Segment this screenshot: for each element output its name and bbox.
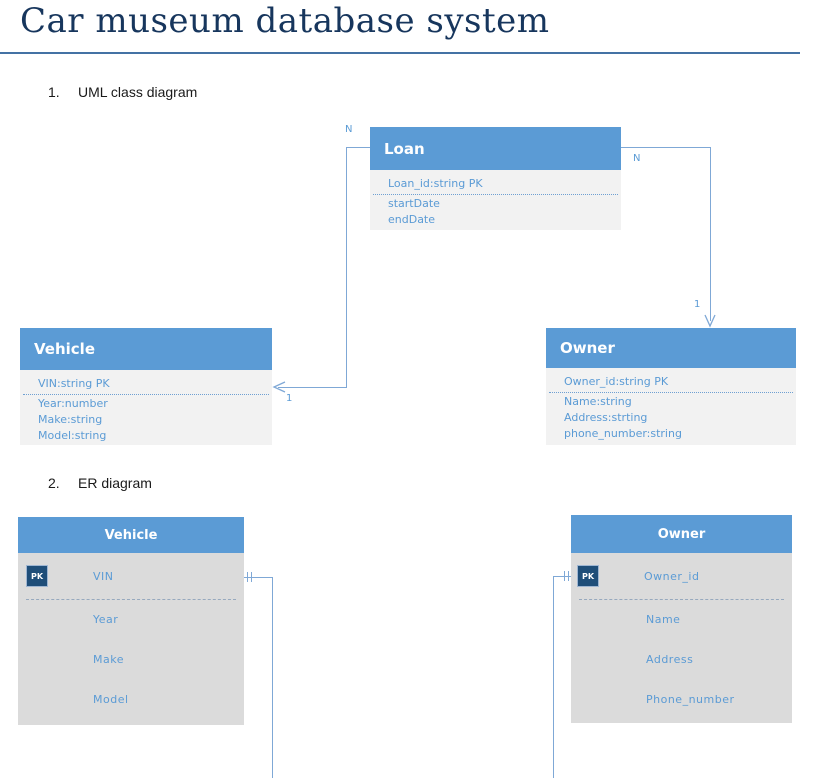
primary-key-badge: PK (26, 565, 48, 587)
connector-line (346, 147, 370, 148)
connector-line (272, 577, 273, 778)
er-table-body: PK Owner_id Name Address Phone_number (571, 553, 792, 723)
connector-line (346, 147, 347, 388)
connector-line (553, 576, 571, 577)
open-arrowhead-left-icon (272, 381, 286, 393)
uml-class-vehicle[interactable]: Vehicle VIN:string PK Year:number Make:s… (20, 328, 272, 445)
er-key-column: VIN (93, 569, 114, 583)
uml-class-body: Loan_id:string PK startDate endDate (370, 170, 621, 230)
attribute-separator (23, 394, 269, 395)
multiplicity-label: N (633, 153, 641, 164)
section-number: 1. (48, 84, 60, 100)
er-column: Address (646, 653, 694, 666)
uml-class-loan[interactable]: Loan Loan_id:string PK startDate endDate (370, 127, 621, 230)
uml-attribute: Name:string (564, 395, 632, 408)
section-heading-uml: 1. UML class diagram (48, 84, 197, 100)
uml-key-attribute: VIN:string PK (38, 377, 110, 390)
section-label: ER diagram (78, 475, 152, 491)
primary-key-badge: PK (577, 565, 599, 587)
attribute-separator (373, 194, 618, 195)
column-separator (579, 599, 784, 600)
connector-line (244, 577, 272, 578)
uml-attribute: endDate (388, 213, 436, 226)
er-column: Name (646, 613, 681, 626)
er-table-body: PK VIN Year Make Model (18, 553, 244, 725)
uml-attribute: Model:string (38, 429, 107, 442)
er-table-title: Owner (571, 515, 792, 553)
uml-class-owner[interactable]: Owner Owner_id:string PK Name:string Add… (546, 328, 796, 445)
connector-line (278, 387, 346, 388)
uml-key-attribute: Owner_id:string PK (564, 375, 669, 388)
one-cardinality-tick-icon (247, 572, 248, 582)
column-separator (26, 599, 236, 600)
er-column: Phone_number (646, 693, 735, 706)
uml-attribute: Year:number (38, 397, 108, 410)
uml-class-title: Owner (546, 328, 796, 368)
section-number: 2. (48, 475, 60, 491)
section-heading-er: 2. ER diagram (48, 475, 152, 491)
connector-line (621, 147, 710, 148)
er-key-row: PK VIN (18, 553, 244, 599)
page-title: Car museum database system (20, 1, 550, 41)
title-underline (0, 52, 800, 54)
section-label: UML class diagram (78, 84, 198, 100)
uml-class-title: Loan (370, 127, 621, 170)
er-column: Make (93, 653, 124, 666)
multiplicity-label: 1 (694, 299, 701, 310)
one-cardinality-tick-icon (568, 571, 569, 581)
er-table-owner[interactable]: Owner PK Owner_id Name Address Phone_num… (571, 515, 792, 723)
er-column: Model (93, 693, 129, 706)
er-column: Year (93, 613, 119, 626)
one-cardinality-tick-icon (251, 572, 252, 582)
er-table-title: Vehicle (18, 517, 244, 553)
open-arrowhead-down-icon (704, 314, 716, 328)
uml-class-title: Vehicle (20, 328, 272, 370)
er-table-vehicle[interactable]: Vehicle PK VIN Year Make Model (18, 517, 244, 725)
uml-attribute: Address:strting (564, 411, 648, 424)
uml-attribute: startDate (388, 197, 440, 210)
connector-line (553, 576, 554, 778)
one-cardinality-tick-icon (564, 571, 565, 581)
attribute-separator (549, 392, 793, 393)
multiplicity-label: N (345, 124, 353, 135)
er-key-column: Owner_id (644, 569, 700, 583)
er-key-row: PK Owner_id (569, 553, 792, 599)
uml-class-body: Owner_id:string PK Name:string Address:s… (546, 368, 796, 445)
uml-class-body: VIN:string PK Year:number Make:string Mo… (20, 370, 272, 445)
connector-line (710, 147, 711, 321)
uml-attribute: phone_number:string (564, 427, 682, 440)
uml-key-attribute: Loan_id:string PK (388, 177, 483, 190)
multiplicity-label: 1 (286, 393, 293, 404)
uml-attribute: Make:string (38, 413, 103, 426)
